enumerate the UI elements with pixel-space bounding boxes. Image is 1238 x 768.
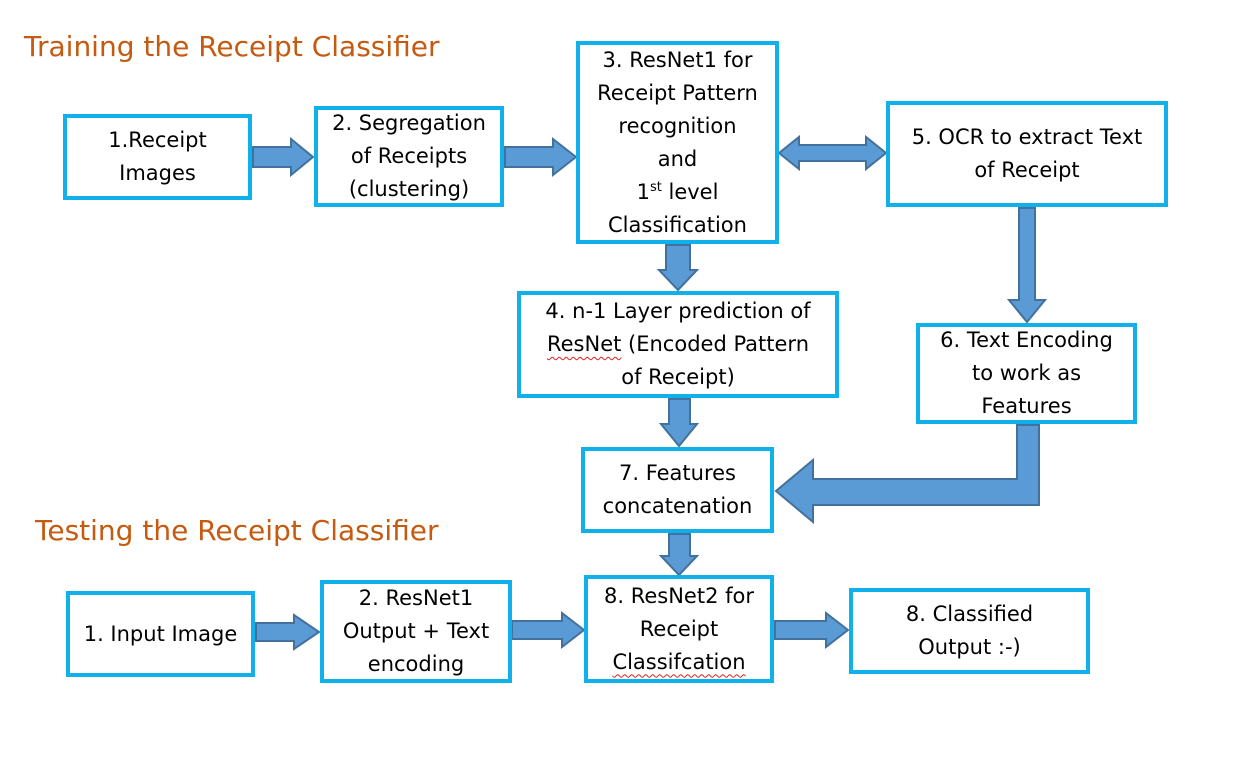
box-label-line: 7. Features — [618, 461, 736, 485]
box-label-line: Output + Text — [342, 619, 490, 643]
box-label-line: 8. Classified — [905, 602, 1034, 626]
box-label-line: of Receipts — [350, 144, 468, 168]
input-image-box: 1. Input Image — [66, 591, 255, 677]
box-label-line: Classification — [608, 212, 747, 237]
classified-output-box: 8. Classified Output :-) — [849, 588, 1090, 674]
resnet1-box: 3. ResNet1 for Receipt Pattern recogniti… — [576, 41, 779, 244]
box-label-line: encoding — [367, 652, 465, 676]
box-label-line: 1.Receipt — [108, 128, 207, 152]
box-label-line: 8. ResNet2 for — [604, 583, 754, 608]
receipt-images-box: 1.Receipt Images — [63, 114, 252, 200]
box-label-line: 2. ResNet1 — [358, 586, 474, 610]
box-label-line: Receipt — [639, 616, 719, 641]
arrow-resnet1-output-to-resnet2 — [511, 610, 586, 650]
box-label-line: 6. Text Encoding — [940, 328, 1113, 352]
level-text: level — [661, 179, 719, 204]
box-label-line: 1st level — [637, 176, 719, 209]
box-label-line: and — [657, 146, 698, 171]
arrow-ocr-to-text-encoding — [1006, 207, 1048, 324]
resnet-word: ResNet — [546, 332, 622, 356]
arrow-receipt-to-segregation — [252, 136, 315, 178]
box-label-line: 4. n-1 Layer prediction of — [545, 299, 811, 323]
box-label-line: (clustering) — [348, 177, 470, 201]
arrow-concatenation-to-resnet2 — [658, 533, 700, 577]
level-number: 1 — [636, 179, 650, 204]
box-label-line: Images — [119, 161, 196, 185]
training-title: Training the Receipt Classifier — [24, 30, 440, 63]
box-label-line: recognition — [618, 113, 737, 138]
box-label-line: concatenation — [602, 494, 753, 518]
n1-layer-box: 4. n-1 Layer prediction of ResNet (Encod… — [517, 291, 839, 398]
ocr-box: 5. OCR to extract Text of Receipt — [886, 101, 1168, 207]
arrow-resnet2-to-classified — [774, 610, 850, 650]
arrow-text-encoding-to-concatenation — [774, 424, 1040, 525]
level-superscript: st — [649, 179, 662, 195]
box-label-line: Receipt Pattern — [597, 80, 758, 105]
arrow-resnet1-ocr-bidirectional — [777, 134, 888, 172]
box-label-line: 5. OCR to extract Text — [911, 125, 1143, 149]
box-label-line: of Receipt) — [621, 365, 735, 389]
box-label-line: of Receipt — [974, 158, 1080, 182]
concatenation-box: 7. Features concatenation — [581, 447, 774, 533]
arrow-resnet1-to-n1-layer — [656, 244, 700, 292]
segregation-box: 2. Segregation of Receipts (clustering) — [314, 106, 504, 207]
classifcation-word: Classifcation — [612, 649, 746, 674]
resnet1-output-box: 2. ResNet1 Output + Text encoding — [320, 580, 512, 683]
arrow-input-to-resnet1-output — [255, 613, 321, 651]
testing-title: Testing the Receipt Classifier — [35, 514, 439, 547]
box-label-line: Classifcation — [612, 646, 745, 679]
box-label-line: to work as — [971, 361, 1082, 385]
arrow-segregation-to-resnet1 — [504, 136, 578, 178]
box-label-line: ResNet (Encoded Pattern — [547, 328, 809, 361]
arrow-n1-layer-to-concatenation — [658, 398, 700, 448]
box-label-line: 2. Segregation — [332, 111, 486, 135]
text-encoding-box: 6. Text Encoding to work as Features — [916, 323, 1137, 424]
box-label-line: 3. ResNet1 for — [602, 47, 753, 72]
resnet2-box: 8. ResNet2 for Receipt Classifcation — [584, 575, 774, 683]
box-label-line: 1. Input Image — [83, 621, 238, 646]
box-label-line: Features — [981, 394, 1072, 418]
box-label-line: Output :-) — [918, 635, 1021, 659]
encoded-pattern-text: (Encoded Pattern — [621, 332, 810, 356]
